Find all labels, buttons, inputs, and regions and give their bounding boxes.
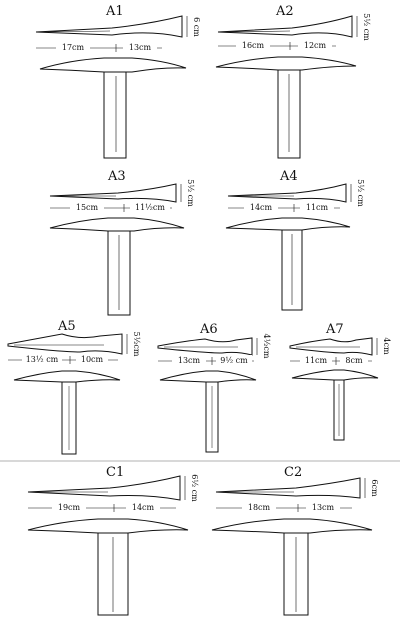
figure-c1-left-label-bg [52,502,86,512]
figure-c1-head-outline [27,475,181,501]
figure-c1-height-label: 6½ cm [190,474,199,502]
figure-a6-right-length: 9½ cm [220,356,248,365]
figure-c1: C1 6½ cm 19cm 14cm [27,465,199,616]
figure-a4-left-length: 14cm [250,203,273,212]
figure-a7-height-label: 4cm [382,337,391,355]
figure-a1-title: A1 [105,4,124,19]
figure-a4-title: A4 [279,169,298,184]
figure-c2-left-length: 18cm [248,503,271,512]
figure-a7-left-label-bg [300,355,332,365]
figure-a1-handle [103,71,127,159]
figure-a7-right-length: 8cm [345,356,363,365]
figure-a3-head-outline [49,183,177,203]
figure-a5-pick-head [13,370,121,383]
figure-a5: A5 5½cm 13½ cm 10cm [7,319,141,455]
figure-a4-right-label-bg [300,202,334,212]
figure-a4-left-label-bg [244,202,278,212]
figure-a2-left-length: 16cm [242,41,265,50]
figure-c2-title: C2 [284,465,302,480]
figure-a1: A1 6 cm 17cm 13cm [35,4,201,159]
figure-c1-title: C1 [106,465,124,480]
figure-c2-pick-head [211,518,373,534]
figure-a3-left-length: 15cm [76,203,99,212]
figure-a6-pick-head [159,370,257,383]
figure-a3-left-label-bg [70,202,104,212]
figure-a2-right-length: 12cm [304,41,327,50]
figure-a6-left-length: 13cm [178,356,201,365]
figure-a3-pick-head [49,217,185,232]
figure-a6-head-outline [157,337,253,356]
figure-c1-right-length: 14cm [132,503,155,512]
figure-a1-pick-head [39,57,187,73]
figure-a2-pick-head [215,56,357,71]
figure-a5-right-length: 10cm [81,355,104,364]
figure-a1-right-length: 13cm [129,43,152,52]
figure-c1-pick-head [27,518,189,534]
figure-a5-title: A5 [57,319,76,334]
figure-a2-head-outline [217,15,353,38]
figure-a4-pick-head [225,217,351,231]
figure-a3-height-label: 5½ cm [186,179,195,207]
figure-c1-left-length: 19cm [58,503,81,512]
figure-a7-title: A7 [325,322,344,337]
figure-a4: A4 5½ cm 14cm 11cm [225,169,365,311]
figure-c1-right-label-bg [126,502,160,512]
figure-a7-pick-head [291,369,379,381]
figure-a5-left-length: 13½ cm [26,355,59,364]
figure-a6-height-label: 4½cm [262,334,271,359]
figure-a1-left-label-bg [56,42,90,52]
figure-a6-title: A6 [199,322,218,337]
figure-a1-height-label: 6 cm [192,17,201,37]
figure-a3: A3 5½ cm 15cm 11½cm [49,169,195,316]
figure-a7-left-length: 11cm [305,356,328,365]
figure-a2-left-label-bg [236,40,270,50]
figure-a6: A6 4½cm 13cm 9½ cm [157,322,271,453]
figure-a3-right-label-bg [130,202,170,212]
figure-c2-right-label-bg [306,502,340,512]
figure-a4-height-label: 5½ cm [356,179,365,207]
figure-a6-right-label-bg [216,355,252,365]
figure-a2-title: A2 [275,4,294,19]
figure-a5-height-label: 5½cm [132,332,141,357]
figure-a1-left-length: 17cm [62,43,85,52]
figure-c2: C2 6cm 18cm 13cm [211,465,379,616]
figure-a3-right-length: 11½cm [135,203,165,212]
figure-a6-left-label-bg [172,355,206,365]
figure-a2: A2 5½ cm 16cm 12cm [215,4,371,159]
figure-a7-right-label-bg [340,355,368,365]
figure-c2-right-length: 13cm [312,503,335,512]
figure-a1-head-centerline [39,30,111,33]
figure-c2-head-outline [215,477,361,499]
figure-a5-right-label-bg [76,354,108,364]
figure-a4-right-length: 11cm [306,203,329,212]
figure-a1-right-label-bg [123,42,157,52]
figure-a2-head-centerline [221,30,291,33]
figure-c2-height-label: 6cm [370,479,379,497]
figure-a7-head-outline [289,337,373,356]
figure-a7: A7 4cm 11cm 8cm [289,322,391,441]
figure-a2-height-label: 5½ cm [362,13,371,41]
figure-a2-right-label-bg [298,40,332,50]
figure-a3-title: A3 [107,169,126,184]
figure-a5-head-outline [7,333,123,355]
figure-a4-head-outline [227,183,347,203]
figure-a1-head-outline [35,15,183,38]
figure-a5-left-label-bg [22,354,62,364]
figure-c2-left-label-bg [242,502,276,512]
